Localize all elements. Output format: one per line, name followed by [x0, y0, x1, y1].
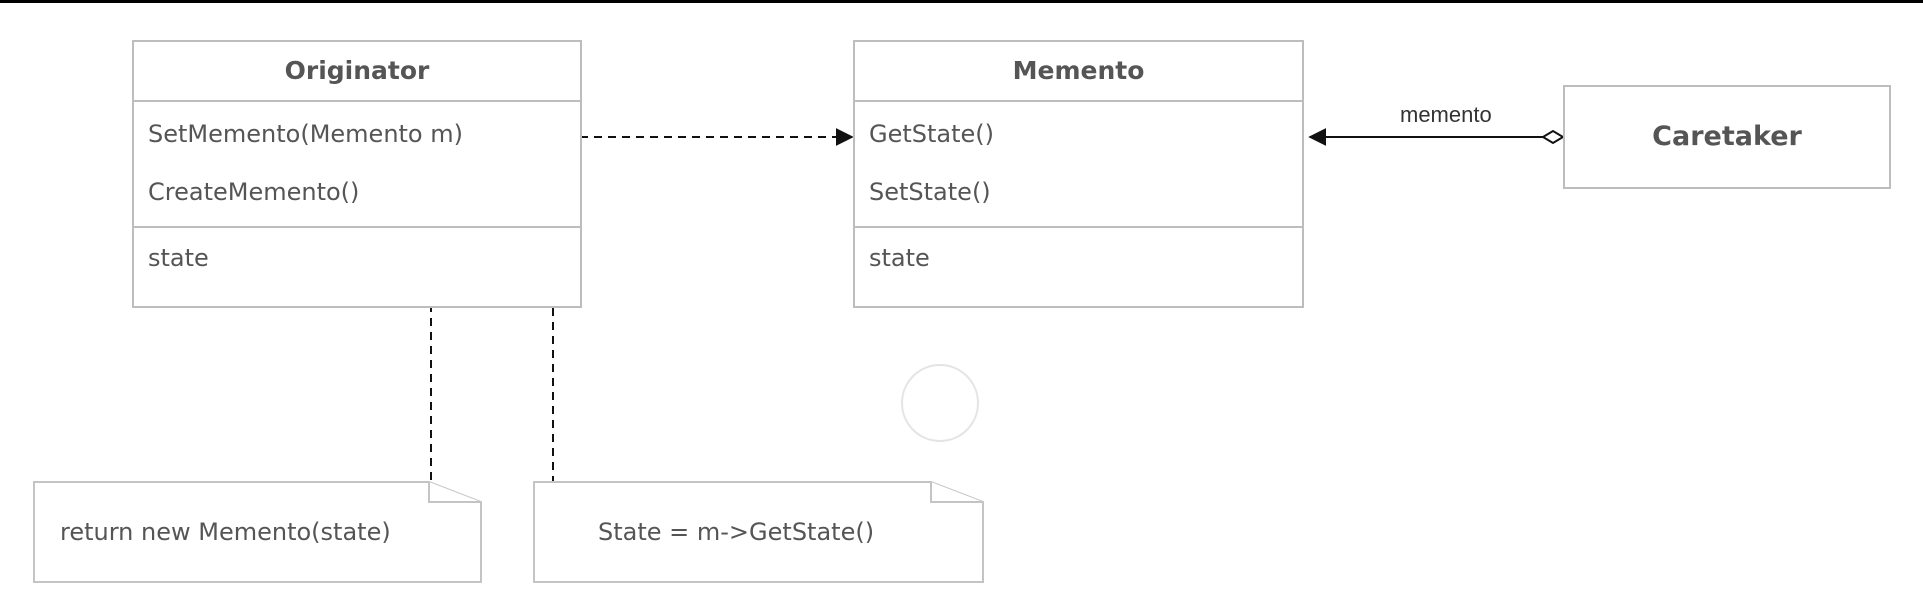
class-memento-name: Memento [855, 42, 1302, 102]
class-originator[interactable]: Originator SetMemento(Memento m) CreateM… [132, 40, 582, 308]
note-set-memento-fold [930, 482, 983, 503]
op-create-memento: CreateMemento() [148, 178, 360, 206]
op-get-state: GetState() [869, 120, 995, 148]
top-border [0, 0, 1923, 3]
class-originator-attributes: state [134, 228, 580, 296]
association-label: memento [1400, 102, 1492, 127]
faint-circle [901, 364, 979, 442]
class-memento-attributes: state [855, 228, 1302, 296]
class-caretaker[interactable]: Caretaker [1563, 85, 1891, 189]
note-create-memento-fold [428, 482, 481, 503]
op-set-state: SetState() [869, 178, 991, 206]
class-memento-operations: GetState() SetState() [855, 102, 1302, 228]
attr-state: state [148, 244, 209, 272]
attr-state: state [869, 244, 930, 272]
aggregation-diamond [1541, 129, 1565, 145]
note-set-memento-shape [533, 481, 984, 583]
op-set-memento: SetMemento(Memento m) [148, 120, 463, 148]
note-create-memento-shape [33, 481, 482, 583]
class-memento[interactable]: Memento GetState() SetState() state [853, 40, 1304, 308]
class-originator-name: Originator [134, 42, 580, 102]
note-create-memento-text: return new Memento(state) [60, 518, 391, 546]
note-set-memento-text: State = m->GetState() [598, 518, 875, 546]
class-originator-operations: SetMemento(Memento m) CreateMemento() [134, 102, 580, 228]
